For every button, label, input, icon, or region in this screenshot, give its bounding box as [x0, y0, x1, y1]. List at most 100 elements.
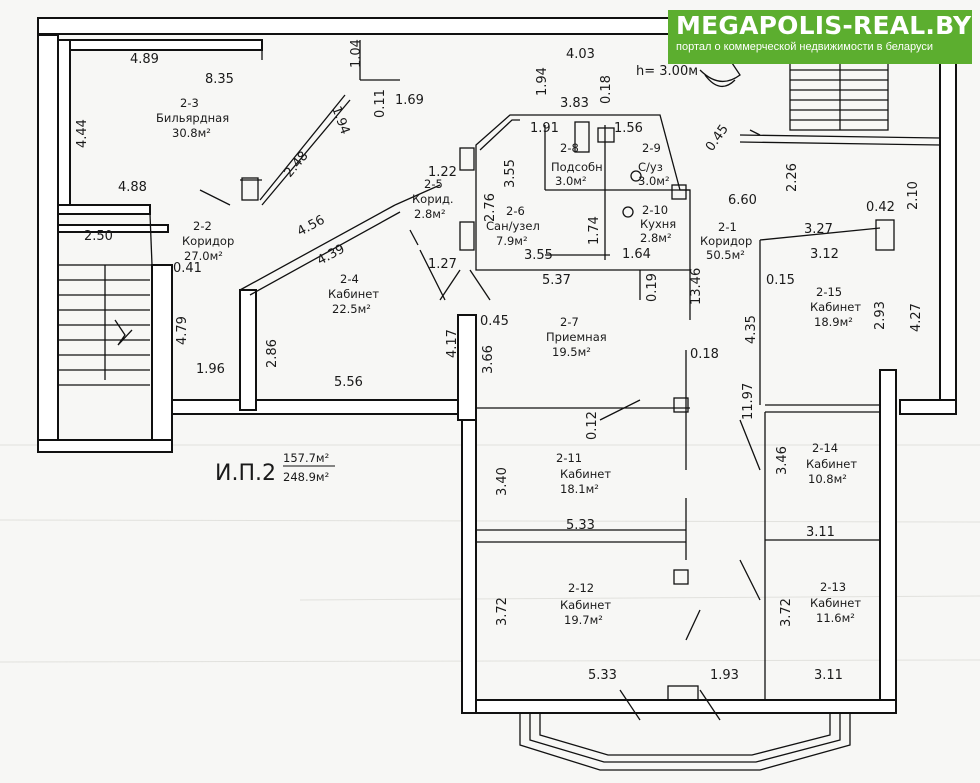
dim-label: 2.86 — [265, 339, 280, 368]
svg-text:Бильярдная: Бильярдная — [156, 111, 229, 125]
svg-text:2-13: 2-13 — [820, 580, 846, 594]
area-summary: И.П.2 157.7м² 248.9м² — [215, 451, 335, 486]
svg-text:Сан/узел: Сан/узел — [486, 219, 540, 233]
svg-text:2-5: 2-5 — [424, 177, 443, 191]
dim-label: 5.56 — [334, 375, 363, 390]
svg-text:Кабинет: Кабинет — [810, 596, 861, 610]
svg-text:18.1м²: 18.1м² — [560, 482, 599, 496]
dim-label: 5.33 — [566, 518, 595, 533]
svg-text:22.5м²: 22.5м² — [332, 302, 371, 316]
svg-text:Корид.: Корид. — [412, 192, 454, 206]
dim-label: 0.11 — [373, 89, 388, 118]
scan-artifacts — [0, 444, 980, 663]
svg-text:10.8м²: 10.8м² — [808, 472, 847, 486]
dim-label: 4.89 — [130, 52, 159, 67]
dim-label: 3.55 — [524, 248, 553, 263]
dim-label: 4.03 — [566, 47, 595, 62]
dim-label: 3.55 — [503, 159, 518, 188]
dim-label: 1.96 — [196, 362, 225, 377]
svg-text:Кабинет: Кабинет — [560, 598, 611, 612]
dim-label: 0.12 — [585, 411, 600, 440]
dim-label: 2.93 — [873, 301, 888, 330]
svg-text:2-8: 2-8 — [560, 141, 579, 155]
dim-label: 4.17 — [445, 329, 460, 358]
svg-text:27.0м²: 27.0м² — [184, 249, 223, 263]
dim-label: 2.26 — [785, 163, 800, 192]
entry-curve — [699, 59, 741, 87]
dim-label: 3.12 — [810, 247, 839, 262]
dim-label: 3.72 — [495, 597, 510, 626]
dim-label: 13.46 — [689, 268, 704, 305]
svg-text:2-4: 2-4 — [340, 272, 359, 286]
svg-text:2.8м²: 2.8м² — [640, 231, 672, 245]
svg-text:Кабинет: Кабинет — [810, 300, 861, 314]
svg-text:Коридор: Коридор — [182, 234, 234, 248]
dim-label: 0.18 — [599, 75, 614, 104]
dim-label: 0.18 — [690, 347, 719, 362]
brand-logo-text[interactable]: MEGAPOLIS-REAL.BY — [676, 11, 972, 40]
svg-text:С/уз: С/уз — [638, 160, 663, 174]
dim-label: 0.45 — [703, 122, 732, 154]
outer-walls — [37, 17, 969, 714]
svg-text:18.9м²: 18.9м² — [814, 315, 853, 329]
dimensions: 4.89 8.35 1.04 4.03 1.94 4.44 0.11 1.69 … — [75, 39, 924, 683]
svg-text:2-12: 2-12 — [568, 581, 594, 595]
summary-area-2: 248.9м² — [283, 470, 329, 484]
dim-label: 1.64 — [622, 247, 651, 262]
svg-text:Коридор: Коридор — [700, 234, 752, 248]
svg-text:3.0м²: 3.0м² — [555, 174, 587, 188]
svg-text:2-10: 2-10 — [642, 203, 668, 217]
svg-text:7.9м²: 7.9м² — [496, 234, 528, 248]
svg-text:30.8м²: 30.8м² — [172, 126, 211, 140]
ceiling-height: h= 3.00м — [636, 64, 698, 79]
svg-text:2-7: 2-7 — [560, 315, 579, 329]
svg-text:19.7м²: 19.7м² — [564, 613, 603, 627]
dim-label: 8.35 — [205, 72, 234, 87]
svg-text:2-1: 2-1 — [718, 220, 737, 234]
stairs-right — [789, 59, 889, 131]
dim-label: 11.97 — [741, 383, 756, 420]
dim-label: 0.41 — [173, 261, 202, 276]
dim-label: 1.69 — [395, 93, 424, 108]
dim-label: 1.94 — [328, 104, 352, 136]
svg-text:2-9: 2-9 — [642, 141, 661, 155]
svg-text:Кабинет: Кабинет — [560, 467, 611, 481]
bay-window — [519, 713, 851, 771]
svg-text:Кабинет: Кабинет — [328, 287, 379, 301]
dim-label: 3.11 — [814, 668, 843, 683]
brand-tagline: портал о коммерческой недвижимости в бел… — [676, 41, 934, 53]
dim-label: 3.66 — [481, 345, 496, 374]
plumbing-fixtures — [622, 170, 642, 218]
stairs-left — [57, 264, 153, 441]
svg-text:2.8м²: 2.8м² — [414, 207, 446, 221]
interior-walls — [149, 40, 941, 701]
dim-label: 4.56 — [295, 213, 328, 240]
room-2-9: 2-9С/уз3.0м² — [638, 141, 670, 188]
svg-text:19.5м²: 19.5м² — [552, 345, 591, 359]
dim-label: 3.83 — [560, 96, 589, 111]
dim-label: 2.50 — [84, 229, 113, 244]
dim-label: 4.88 — [118, 180, 147, 195]
svg-text:2-3: 2-3 — [180, 96, 199, 110]
dim-label: 1.74 — [587, 216, 602, 245]
svg-text:2-11: 2-11 — [556, 451, 582, 465]
dim-label: 0.19 — [645, 273, 660, 302]
dim-label: 2.10 — [906, 181, 921, 210]
site-banner[interactable]: MEGAPOLIS-REAL.BY портал о коммерческой … — [668, 10, 972, 64]
dim-label: 1.94 — [535, 67, 550, 96]
dim-label: 4.27 — [909, 303, 924, 332]
dim-label: 3.27 — [804, 222, 833, 237]
dim-label: 5.37 — [542, 273, 571, 288]
summary-label: И.П.2 — [215, 461, 276, 486]
